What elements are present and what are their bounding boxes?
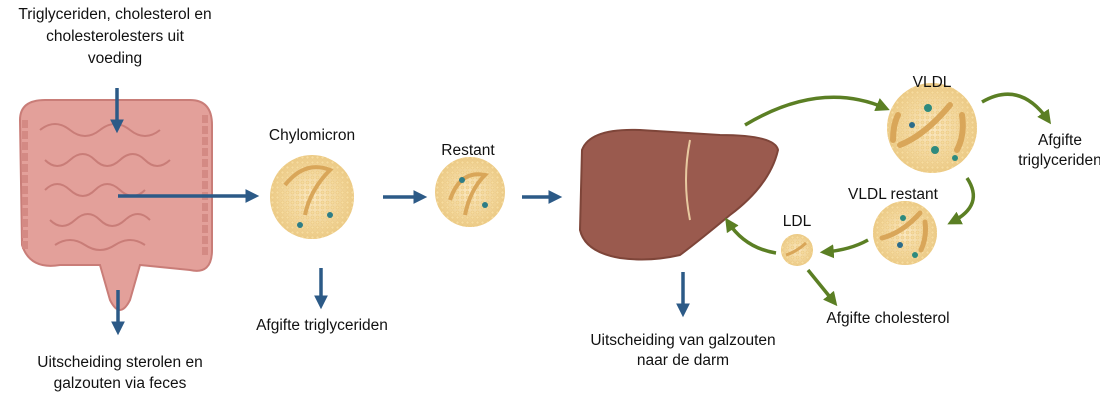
vldl-remnant-particle [873, 201, 937, 265]
arrow-ldl-to-liver [725, 217, 777, 255]
vldl-remnant-label: VLDL restant [848, 186, 938, 203]
diet-label-line3: voeding [87, 50, 143, 67]
chylomicron-particle [270, 155, 354, 239]
ldl-label: LDL [782, 213, 812, 230]
remnant-label: Restant [441, 142, 495, 159]
intestine-illustration [18, 99, 213, 311]
remnant-particle [435, 157, 505, 227]
vldl-label: VLDL [912, 74, 952, 91]
vldl-particle [887, 83, 977, 173]
bile-label-line2: naar de darm [636, 352, 730, 369]
liver-illustration [578, 128, 780, 261]
diet-label-line2: cholesterolesters uit [46, 28, 184, 45]
bile-label-line1: Uitscheiding van galzouten [590, 332, 776, 349]
chylomicron-label: Chylomicron [268, 127, 356, 144]
ldl-particle [781, 234, 813, 266]
arrow-ldl-release [806, 268, 838, 307]
vldl-release-line2: triglyceriden [1018, 152, 1100, 169]
arrow-vldl-release [981, 92, 1052, 125]
vldl-release-line1: Afgifte [1038, 132, 1082, 149]
ldl-release-label: Afgifte cholesterol [826, 310, 950, 327]
feces-label-line2: galzouten via feces [53, 375, 187, 392]
feces-label-line1: Uitscheiding sterolen en [37, 354, 203, 371]
arrow-remnant-to-ldl [819, 238, 869, 259]
arrow-liver-to-vldl [744, 95, 890, 127]
chylomicron-release-label: Afgifte triglyceriden [256, 317, 388, 334]
diet-label-line1: Triglyceriden, cholesterol en [18, 6, 212, 23]
arrow-vldl-to-remnant [947, 177, 976, 225]
